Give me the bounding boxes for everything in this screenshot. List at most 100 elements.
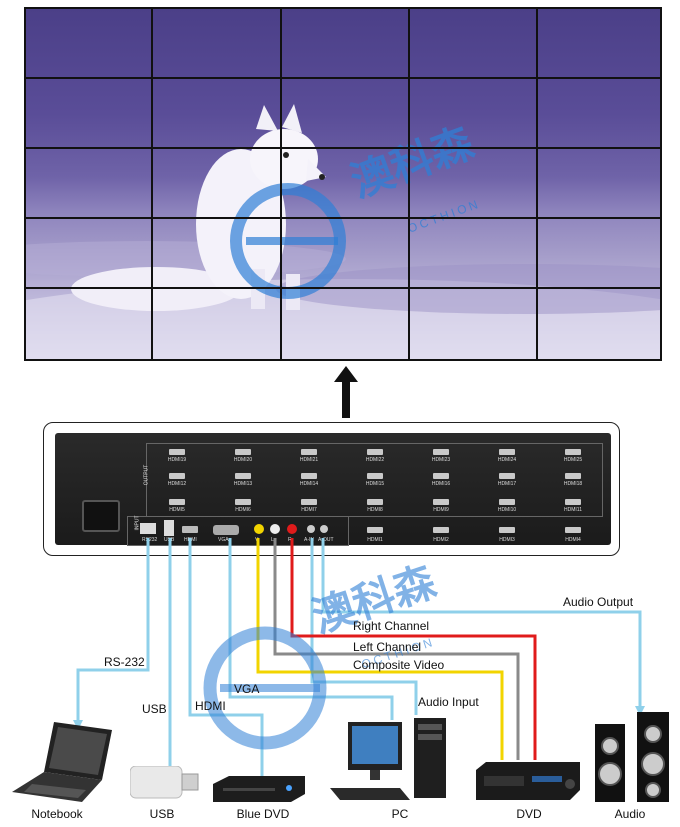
hdmi-input-port xyxy=(235,449,251,455)
hdmi-port-label: HDMI23 xyxy=(431,457,451,463)
video-wall: 澳科森 OCTHION xyxy=(24,7,662,361)
label-audio-input: Audio Input xyxy=(418,695,479,709)
device-label-notebook: Notebook xyxy=(31,807,83,821)
wire-audio-input xyxy=(310,538,418,715)
hdmi-output-port xyxy=(433,527,449,533)
hdmi-input-port xyxy=(169,473,185,479)
hdmi-input-port xyxy=(235,499,251,505)
notebook-icon xyxy=(12,722,112,802)
hdmi-port-label: HDMI7 xyxy=(301,507,317,513)
hdmi-input-port xyxy=(433,449,449,455)
hdmi-port-label: HDMI25 xyxy=(563,457,583,463)
label-rs232: RS-232 xyxy=(104,655,145,669)
hdmi-port-label: HDMI16 xyxy=(431,481,451,487)
hdmi-port-label: HDMI17 xyxy=(497,481,517,487)
wire-left-channel xyxy=(273,538,520,760)
panel-label: L xyxy=(271,537,274,543)
panel-label: R xyxy=(288,537,292,543)
label-vga: VGA xyxy=(234,682,260,696)
hdmi-port-label: HDMI20 xyxy=(233,457,253,463)
hdmi-port-label: HDMI14 xyxy=(299,481,319,487)
rs232-port xyxy=(140,523,156,534)
audio-in-port xyxy=(307,525,315,533)
panel-label: A-OUT xyxy=(318,537,334,543)
wire-right-channel xyxy=(290,538,537,760)
hdmi-input-port xyxy=(235,473,251,479)
hdmi-port-label: HDMI6 xyxy=(235,507,251,513)
hdmi-input-port xyxy=(367,473,383,479)
hdmi-input-port xyxy=(169,499,185,505)
hdmi-input-port xyxy=(301,499,317,505)
hdmi-input-port xyxy=(301,449,317,455)
wire-vga xyxy=(228,538,394,720)
hdmi-port-label: HDMI18 xyxy=(563,481,583,487)
pc-icon xyxy=(330,718,446,800)
label-left-channel: Left Channel xyxy=(353,640,422,654)
hdmi-input-port xyxy=(565,473,581,479)
hdmi-input-port xyxy=(565,449,581,455)
usb-port xyxy=(164,520,174,536)
hdmi-port-label: HDMI22 xyxy=(365,457,385,463)
hdmi-input-port xyxy=(499,449,515,455)
wire-composite-video xyxy=(256,538,504,760)
hdmi-output-label: HDMI2 xyxy=(433,537,449,543)
audio-right-port xyxy=(287,524,297,534)
hdmi-port-label: HDMI10 xyxy=(497,507,517,513)
hdmi-output-port xyxy=(367,527,383,533)
composite-video-port xyxy=(254,524,264,534)
hdmi-input-port xyxy=(169,449,185,455)
hdmi-port-label: HDMI9 xyxy=(433,507,449,513)
device-label-usb: USB xyxy=(149,807,175,821)
hdmi-input-port xyxy=(433,499,449,505)
label-hdmi: HDMI xyxy=(195,699,226,713)
label-usb: USB xyxy=(142,702,167,716)
usb-stick-icon xyxy=(130,766,199,799)
hdmi-port-label: HDMI12 xyxy=(167,481,187,487)
panel-label: RS232 xyxy=(142,537,158,543)
vga-port xyxy=(213,525,239,535)
dvd-player-icon xyxy=(476,762,580,800)
hdmi-port-label: HDMI19 xyxy=(167,457,187,463)
hdmi-output-port xyxy=(499,527,515,533)
device-label-blue_dvd: Blue DVD xyxy=(236,807,290,821)
hdmi-output-label: HDMI1 xyxy=(367,537,383,543)
up-arrow-icon xyxy=(334,366,358,418)
hdmi-port-label: HDMI15 xyxy=(365,481,385,487)
audio-left-port xyxy=(270,524,280,534)
power-inlet xyxy=(82,500,120,532)
audio-out-port xyxy=(320,525,328,533)
hdmi-input-port xyxy=(367,449,383,455)
label-composite-video: Composite Video xyxy=(353,658,445,672)
hdmi-port-label: HDMI13 xyxy=(233,481,253,487)
hdmi-output-label: HDMI4 xyxy=(565,537,581,543)
hdmi-input-port xyxy=(499,499,515,505)
hdmi-port-label: HDMI24 xyxy=(497,457,517,463)
hdmi-input-port xyxy=(433,473,449,479)
hdmi-port-label: HDMI11 xyxy=(564,507,582,513)
panel-label: A-IN xyxy=(304,537,314,543)
hdmi-in-port xyxy=(182,526,198,533)
label-right-channel: Right Channel xyxy=(353,619,430,633)
lower-watermark-logo xyxy=(203,626,327,750)
wire-rs232 xyxy=(76,538,150,726)
io-port-section xyxy=(127,516,349,546)
device-label-dvd: DVD xyxy=(516,807,542,821)
hdmi-port-section xyxy=(146,443,603,517)
panel-label: VGA xyxy=(218,537,229,543)
hdmi-output-port xyxy=(565,527,581,533)
hdmi-input-port xyxy=(565,499,581,505)
hdmi-input-port xyxy=(301,473,317,479)
label-audio-output: Audio Output xyxy=(563,595,634,609)
hdmi-port-label: HDMI8 xyxy=(367,507,383,513)
wall-grid xyxy=(26,9,660,359)
audio-speakers-icon xyxy=(595,712,669,802)
hdmi-port-label: HDMI5 xyxy=(169,507,185,513)
device-label-pc: PC xyxy=(391,807,409,821)
wire-audio-output xyxy=(321,538,642,710)
hdmi-port-label: HDMI21 xyxy=(299,457,319,463)
hdmi-output-label: HDMI3 xyxy=(499,537,515,543)
hdmi-input-port xyxy=(499,473,515,479)
blue-dvd-player-icon xyxy=(213,776,305,802)
hdmi-input-port xyxy=(367,499,383,505)
